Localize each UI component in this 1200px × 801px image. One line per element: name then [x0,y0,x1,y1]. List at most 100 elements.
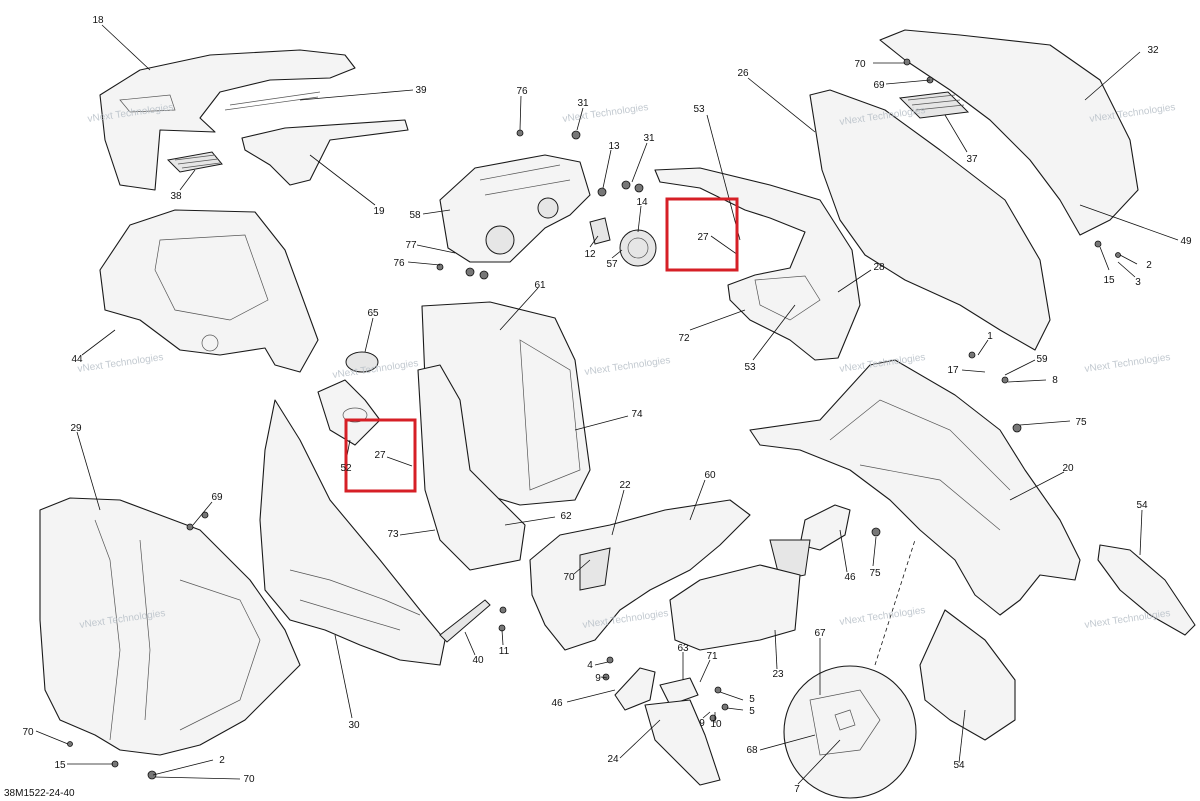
watermark-13: vNext Technologies [1084,608,1171,631]
part-20-fairing [749,359,1081,616]
callout-1: 1 [987,331,993,342]
callout-71: 71 [706,651,718,662]
callout-67: 67 [814,628,826,639]
callout-54-a: 54 [1136,500,1148,511]
callout-11: 11 [499,646,510,657]
callout-15-a: 15 [1103,275,1115,286]
callout-2-b: 2 [219,755,225,766]
callout-59: 59 [1036,354,1048,365]
watermark-5: vNext Technologies [77,352,164,375]
callout-17: 17 [947,365,959,376]
callout-28: 28 [873,262,885,273]
callout-8: 8 [1052,375,1058,386]
highlight-box-27-upper [665,197,739,272]
document-reference: 38M1522-24-40 [4,788,75,799]
part-18-upper-cover [99,49,356,191]
part-58-headlight [439,154,591,263]
callout-63: 63 [677,643,689,654]
part-24-fairing-lower [644,699,721,786]
part-52-bracket [317,379,381,446]
leader-lines [35,24,1179,785]
callout-39: 39 [415,85,427,96]
callout-44: 44 [71,354,83,365]
part-54-panel-b [919,609,1016,741]
highlight-box-27-lower [344,418,417,493]
part-54-panel-a [1097,544,1196,636]
callout-37: 37 [966,154,978,165]
callout-18: 18 [92,15,104,26]
callout-12: 12 [584,249,596,260]
callout-13: 13 [608,141,620,152]
callout-72: 72 [678,333,690,344]
callout-46-a: 46 [844,572,856,583]
callout-30: 30 [348,720,360,731]
callout-27-b: 27 [374,450,386,461]
callout-4: 4 [587,660,593,671]
callout-15-b: 15 [54,760,66,771]
callout-9-b: 9 [699,718,705,729]
callout-69-b: 69 [211,492,223,503]
callout-32: 32 [1147,45,1159,56]
callout-53-a: 53 [693,104,705,115]
part-19-panel [241,119,409,186]
callout-9-a: 9 [595,673,601,684]
detail-circle-67-68-7 [783,665,917,799]
callout-77: 77 [405,240,417,251]
callout-26: 26 [737,68,749,79]
callout-2-a: 2 [1146,260,1152,271]
fasteners [67,58,1121,780]
part-40-strap [439,599,491,643]
callout-57: 57 [606,259,618,270]
part-53-cowl [654,167,861,361]
callout-52: 52 [340,463,352,474]
callout-69-a: 69 [873,80,885,91]
callout-61: 61 [534,280,546,291]
part-23-lower-panel [669,564,801,651]
callout-68: 68 [746,745,758,756]
callout-62: 62 [560,511,572,522]
callout-7: 7 [794,784,800,795]
callout-10: 10 [710,719,722,730]
callout-38: 38 [170,191,182,202]
callout-76-a: 76 [516,86,528,97]
part-44-console [99,209,319,373]
part-22-front-fairing [529,499,751,651]
watermark-2: vNext Technologies [562,102,649,125]
callout-75-a: 75 [1075,417,1087,428]
callout-31-a: 31 [577,98,589,109]
callout-23: 23 [772,669,784,680]
callout-labels: 18 39 38 19 44 76 31 13 31 14 58 77 76 1… [22,15,1192,795]
part-30-lower-panel [259,399,446,666]
callout-65: 65 [367,308,379,319]
callout-74: 74 [631,409,643,420]
callout-75-b: 75 [869,568,881,579]
callout-29: 29 [70,423,82,434]
callout-20: 20 [1062,463,1074,474]
callout-19: 19 [373,206,385,217]
callout-14: 14 [636,197,648,208]
callout-70-a: 70 [854,59,866,70]
part-14-bulb [619,229,657,267]
callout-40: 40 [472,655,484,666]
callout-49: 49 [1180,236,1192,247]
part-29-side-panel [39,497,301,756]
callout-70-b: 70 [563,572,575,583]
callout-5-a: 5 [749,694,755,705]
part-37-grille [898,91,970,119]
callout-73: 73 [387,529,399,540]
callout-24: 24 [607,754,619,765]
callout-53-b: 53 [744,362,756,373]
callout-31-b: 31 [643,133,655,144]
part-63-bracket [659,677,699,706]
callout-22: 22 [619,480,631,491]
watermark-7: vNext Technologies [584,355,671,378]
watermark-12: vNext Technologies [839,605,926,628]
callout-76-b: 76 [393,258,405,269]
callout-58: 58 [409,210,421,221]
callout-46-b: 46 [551,698,563,709]
part-65-gasket [345,351,379,373]
watermark-9: vNext Technologies [1084,352,1171,375]
callout-54-b: 54 [953,760,965,771]
callout-60: 60 [704,470,716,481]
